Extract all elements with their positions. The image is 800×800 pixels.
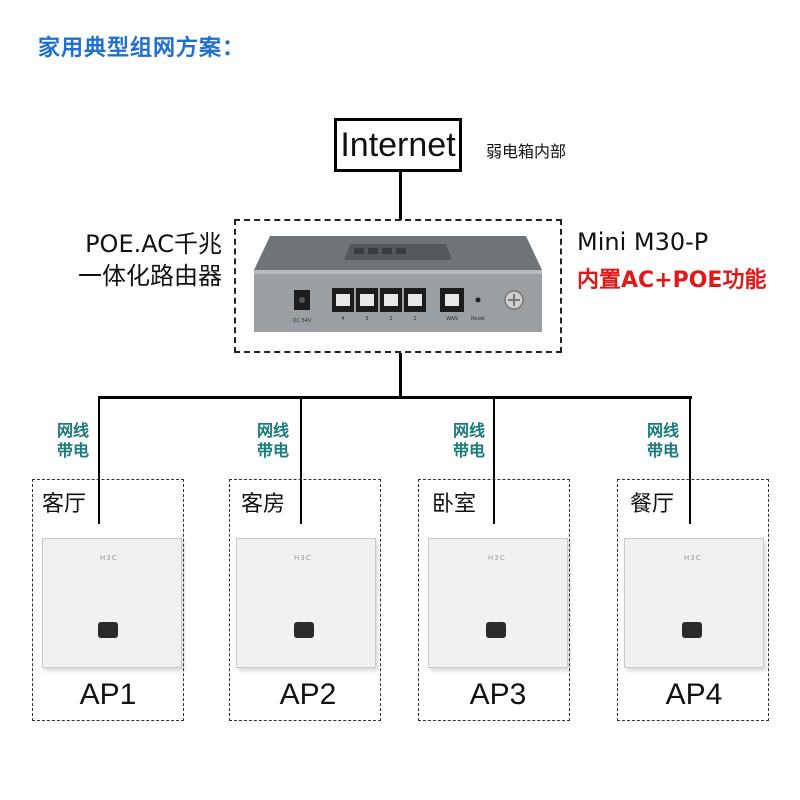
link-tag-line2: 带电 xyxy=(56,441,89,460)
drop-line-ap3 xyxy=(493,396,495,524)
internet-label: Internet xyxy=(340,125,456,164)
ap-panel-image xyxy=(42,538,182,668)
ap-panel-logo: H3C xyxy=(684,554,702,562)
link-tag-ap4: 网线 带电 xyxy=(642,421,684,461)
ap-panel-logo: H3C xyxy=(100,554,118,562)
ap-panel-port xyxy=(98,622,118,638)
link-tag-ap1: 网线 带电 xyxy=(52,421,94,461)
link-tag-line1: 网线 xyxy=(256,421,289,440)
link-tag-line2: 带电 xyxy=(256,441,289,460)
room-frame-ap1 xyxy=(32,479,184,721)
router-model: Mini M30-P xyxy=(577,228,709,256)
router-frame xyxy=(234,219,562,353)
router-description-line1: POE.AC千兆 xyxy=(85,230,222,258)
ap-label: AP3 xyxy=(469,678,527,711)
reset-label: Reset xyxy=(471,316,485,322)
page-title: 家用典型组网方案： xyxy=(38,36,246,61)
port-label-1: 1 xyxy=(413,316,416,322)
port-label-4: 4 xyxy=(341,316,344,322)
link-tag-line1: 网线 xyxy=(56,421,89,440)
ap-panel-logo: H3C xyxy=(294,554,312,562)
ap-label: AP2 xyxy=(279,678,337,711)
ap-panel-port xyxy=(294,622,314,638)
connector-internet-router xyxy=(399,172,402,220)
ap-panel-image xyxy=(236,538,376,668)
ap-panel-logo: H3C xyxy=(488,554,506,562)
internet-node: Internet xyxy=(334,118,462,172)
room-frame-ap4 xyxy=(617,479,769,721)
drop-line-ap4 xyxy=(689,396,691,524)
link-tag-line1: 网线 xyxy=(452,421,485,440)
lan-ports xyxy=(332,288,426,312)
room-label: 客厅 xyxy=(42,492,87,517)
link-tag-line2: 带电 xyxy=(452,441,485,460)
room-label: 餐厅 xyxy=(630,492,675,517)
port-label-3: 3 xyxy=(365,316,368,322)
link-tag-ap2: 网线 带电 xyxy=(252,421,294,461)
router-feature: 内置AC+POE功能 xyxy=(577,268,767,293)
ap-label: AP4 xyxy=(665,678,723,711)
link-tag-ap3: 网线 带电 xyxy=(448,421,490,461)
room-label: 客房 xyxy=(241,492,286,517)
router-description: POE.AC千兆 一体化路由器 xyxy=(42,228,222,292)
drop-line-ap1 xyxy=(98,396,100,524)
wan-label: WAN xyxy=(446,316,458,322)
room-frame-ap3 xyxy=(418,479,570,721)
port-label-2: 2 xyxy=(389,316,392,322)
router-description-line2: 一体化路由器 xyxy=(78,262,222,290)
dc-label: DC 54V xyxy=(293,318,312,324)
room-label: 卧室 xyxy=(432,492,477,517)
internet-note: 弱电箱内部 xyxy=(486,142,567,161)
ap-panel-image xyxy=(624,538,764,668)
ap-panel-port xyxy=(682,622,702,638)
link-tag-line2: 带电 xyxy=(646,441,679,460)
link-tag-line1: 网线 xyxy=(646,421,679,440)
drop-line-ap2 xyxy=(300,396,302,524)
reset-button xyxy=(475,297,481,303)
room-frame-ap2 xyxy=(229,479,381,721)
ap-label: AP1 xyxy=(79,678,137,711)
ap-panel-image xyxy=(428,538,568,668)
distribution-bus xyxy=(98,396,692,399)
ap-panel-port xyxy=(486,622,506,638)
router-device-image: DC 54V 4 3 2 1 WAN Reset xyxy=(254,236,542,332)
connector-router-bus xyxy=(399,353,402,398)
